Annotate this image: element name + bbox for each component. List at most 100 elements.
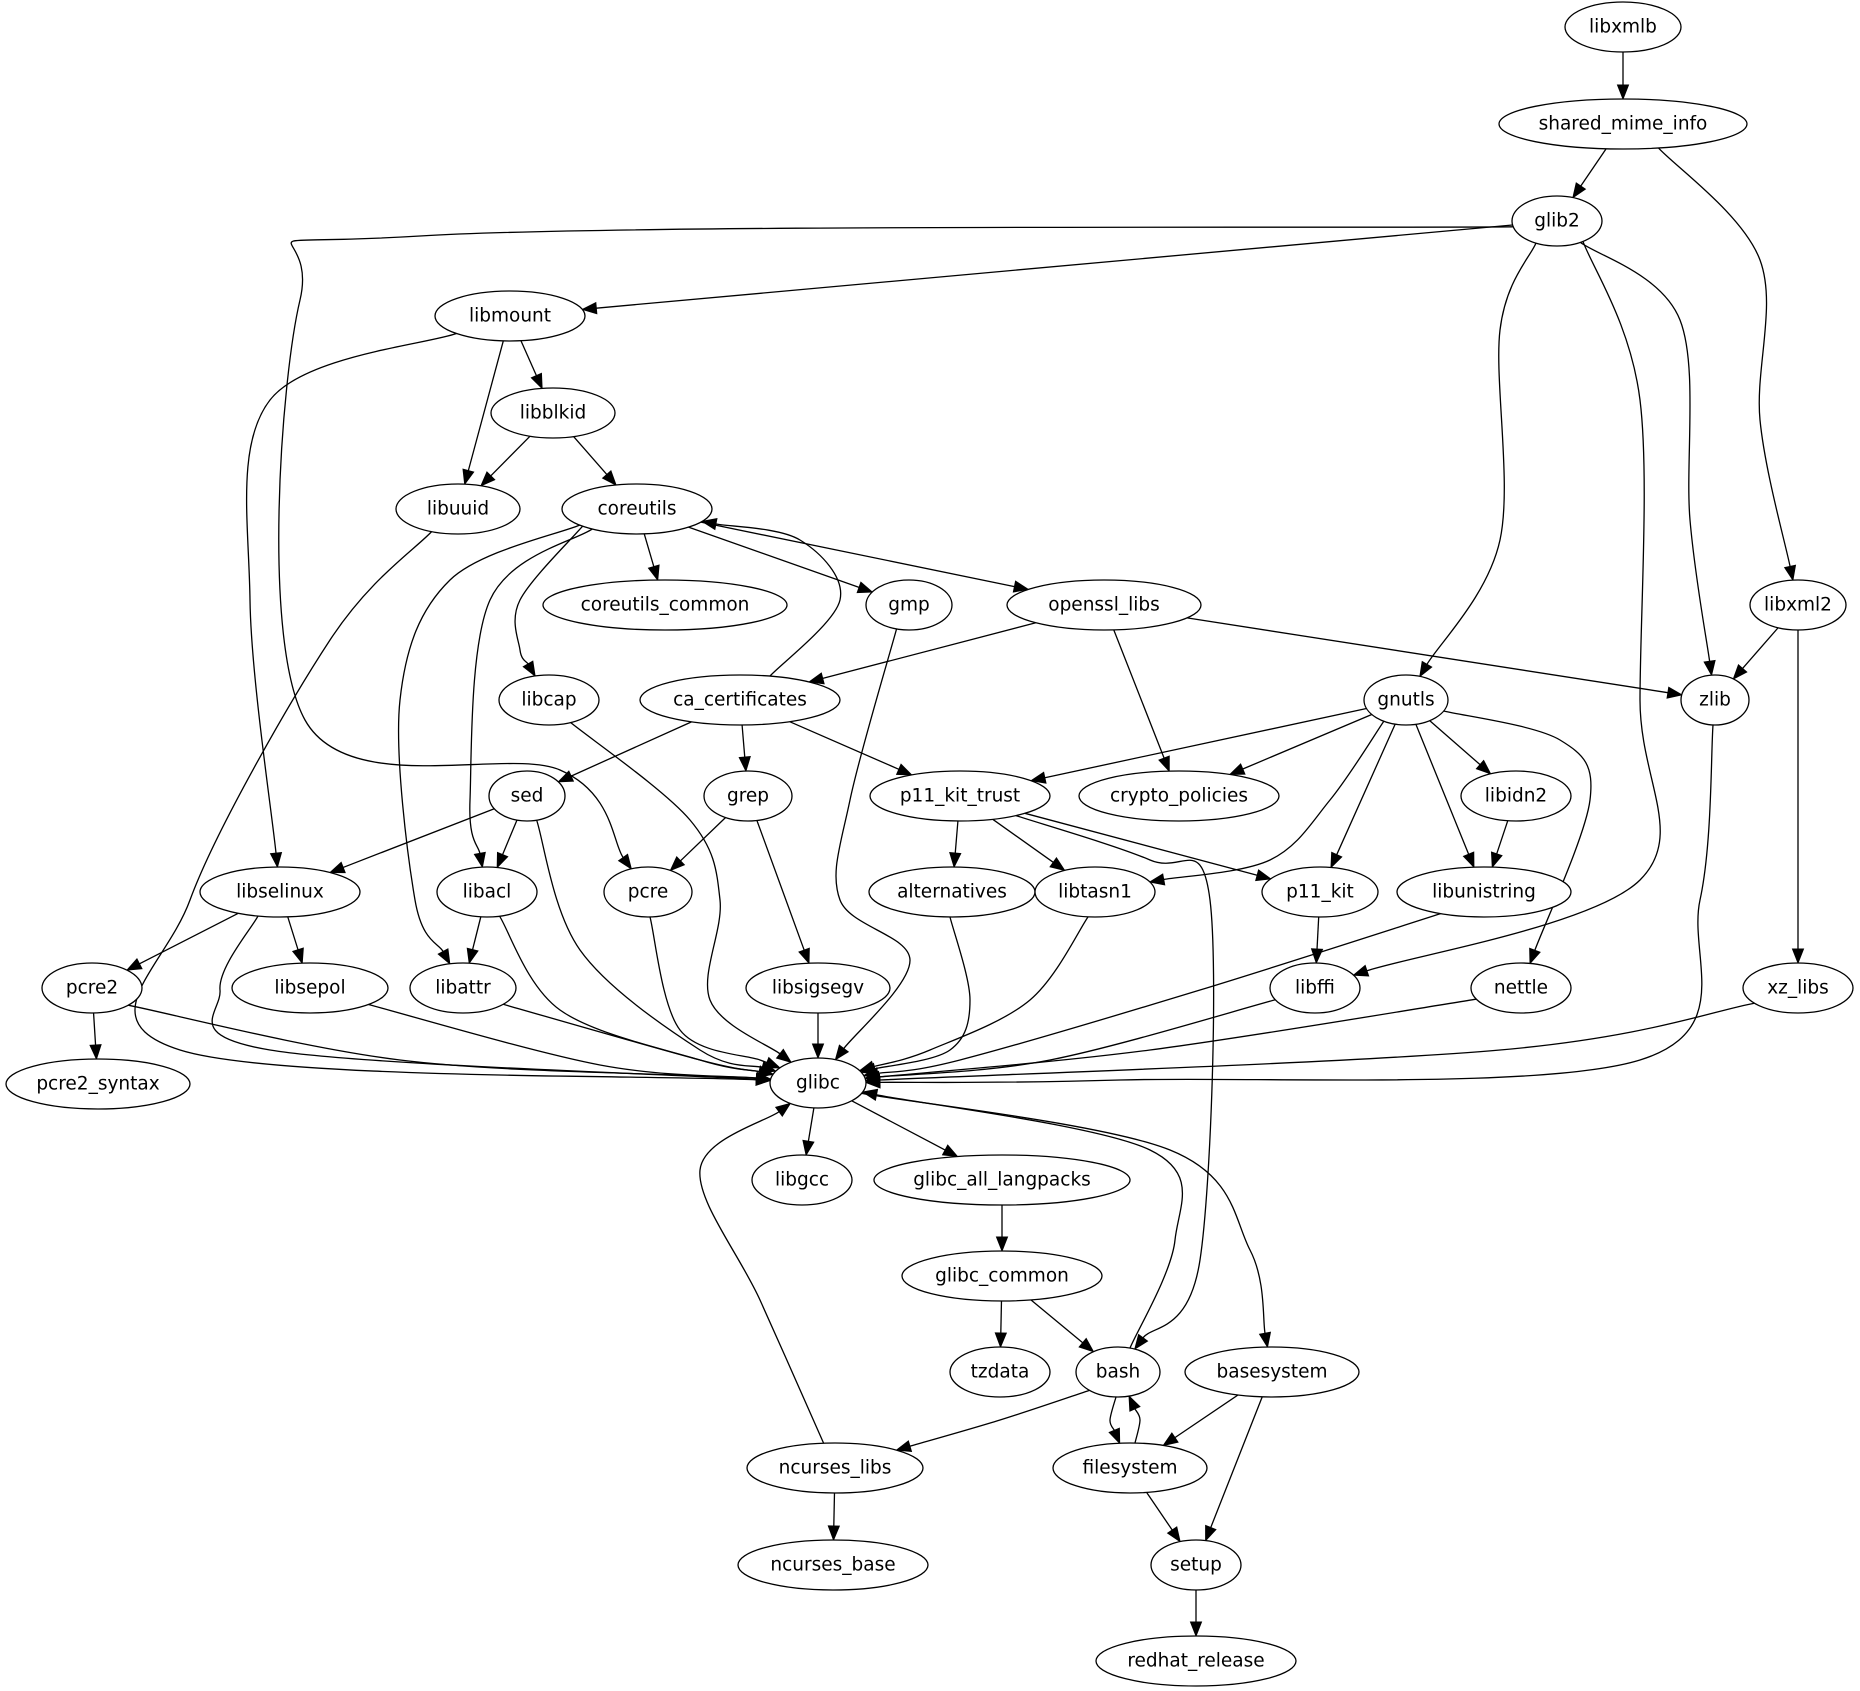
node-openssl_libs[interactable]: openssl_libs xyxy=(1006,579,1202,631)
edge-ncurses_libs-to-ncurses_base xyxy=(827,1492,841,1542)
node-p11_kit[interactable]: p11_kit xyxy=(1261,866,1379,918)
node-libsigsegv[interactable]: libsigsegv xyxy=(745,962,891,1014)
node-zlib[interactable]: zlib xyxy=(1680,674,1750,726)
node-ellipse xyxy=(1095,1635,1297,1687)
node-ellipse xyxy=(1184,1346,1360,1398)
node-libblkid[interactable]: libblkid xyxy=(490,387,616,439)
node-libselinux[interactable]: libselinux xyxy=(199,866,361,918)
node-libmount[interactable]: libmount xyxy=(434,290,586,342)
edge-line xyxy=(909,1389,1090,1447)
arrowhead-icon xyxy=(125,957,143,971)
node-label: libcap xyxy=(521,690,576,711)
edge-line xyxy=(643,533,655,567)
edge-libtasn1-to-glibc xyxy=(858,916,1089,1073)
node-glib2[interactable]: glib2 xyxy=(1511,195,1603,247)
edge-pcre2-to-pcre2_syntax xyxy=(89,1012,102,1061)
arrowhead-icon xyxy=(669,855,686,872)
node-p11_kit_trust[interactable]: p11_kit_trust xyxy=(869,770,1051,822)
arrowhead-icon xyxy=(807,672,825,685)
arrowhead-icon xyxy=(1572,182,1587,199)
node-ellipse xyxy=(561,483,713,535)
node-basesystem[interactable]: basesystem xyxy=(1184,1346,1360,1398)
arrowhead-icon xyxy=(994,1332,1008,1349)
node-glibc_all_langpacks[interactable]: glibc_all_langpacks xyxy=(873,1154,1131,1206)
node-bash[interactable]: bash xyxy=(1075,1346,1161,1398)
node-nettle[interactable]: nettle xyxy=(1470,962,1572,1014)
edge-line xyxy=(570,722,781,1055)
node-xz_libs[interactable]: xz_libs xyxy=(1742,962,1854,1014)
node-tzdata[interactable]: tzdata xyxy=(949,1346,1051,1398)
node-pcre[interactable]: pcre xyxy=(603,866,693,918)
node-libxmlb[interactable]: libxmlb xyxy=(1564,1,1682,53)
node-libidn2[interactable]: libidn2 xyxy=(1460,770,1572,822)
edge-glib2-to-gnutls xyxy=(1419,242,1537,678)
edge-line xyxy=(1426,242,1537,665)
node-glibc[interactable]: glibc xyxy=(769,1057,867,1109)
node-gmp[interactable]: gmp xyxy=(865,579,953,631)
node-libunistring[interactable]: libunistring xyxy=(1396,866,1572,918)
node-pcre2[interactable]: pcre2 xyxy=(41,962,143,1014)
node-crypto_policies[interactable]: crypto_policies xyxy=(1078,770,1280,822)
edge-libmount-to-libselinux xyxy=(245,332,457,869)
node-libxml2[interactable]: libxml2 xyxy=(1749,579,1847,631)
node-setup[interactable]: setup xyxy=(1150,1539,1242,1591)
node-pcre2_syntax[interactable]: pcre2_syntax xyxy=(5,1058,191,1110)
node-ncurses_base[interactable]: ncurses_base xyxy=(737,1539,929,1591)
edge-glibc-to-glibc_all_langpacks xyxy=(851,1100,959,1158)
edge-coreutils-to-openssl_libs xyxy=(700,521,1030,593)
node-libgcc[interactable]: libgcc xyxy=(751,1154,853,1206)
node-glibc_common[interactable]: glibc_common xyxy=(901,1250,1103,1302)
node-shared_mime_info[interactable]: shared_mime_info xyxy=(1498,98,1748,150)
node-label: libxml2 xyxy=(1764,595,1832,616)
edge-line xyxy=(1134,1408,1141,1444)
node-label: libattr xyxy=(435,978,491,999)
node-libsepol[interactable]: libsepol xyxy=(231,962,389,1014)
edge-line xyxy=(879,999,1276,1078)
edge-line xyxy=(1657,147,1791,567)
edge-line xyxy=(573,436,608,475)
edge-line xyxy=(520,340,538,376)
node-redhat_release[interactable]: redhat_release xyxy=(1095,1635,1297,1687)
edge-line xyxy=(570,721,692,777)
node-coreutils[interactable]: coreutils xyxy=(561,483,713,535)
node-ellipse xyxy=(436,866,538,918)
edge-line xyxy=(1415,724,1470,855)
node-alternatives[interactable]: alternatives xyxy=(868,866,1036,918)
node-sed[interactable]: sed xyxy=(488,770,566,822)
node-label: ncurses_libs xyxy=(779,1458,892,1479)
node-libtasn1[interactable]: libtasn1 xyxy=(1034,866,1156,918)
edge-line xyxy=(851,1100,946,1151)
edge-gmp-to-glibc xyxy=(834,628,911,1061)
node-filesystem[interactable]: filesystem xyxy=(1052,1442,1208,1494)
node-libacl[interactable]: libacl xyxy=(436,866,538,918)
edge-glib2-to-libffi xyxy=(1352,241,1661,977)
node-ncurses_libs[interactable]: ncurses_libs xyxy=(746,1442,924,1494)
edge-bash-to-filesystem xyxy=(1108,1396,1121,1445)
edge-line xyxy=(715,523,842,677)
node-label: libtasn1 xyxy=(1058,882,1132,903)
node-libattr[interactable]: libattr xyxy=(409,962,517,1014)
node-label: coreutils xyxy=(598,499,677,520)
node-ellipse xyxy=(869,770,1051,822)
edge-line xyxy=(1146,1492,1173,1531)
arrowhead-icon xyxy=(496,851,509,869)
edge-pcre2-to-glibc xyxy=(128,1004,772,1086)
node-libcap[interactable]: libcap xyxy=(498,674,600,726)
node-coreutils_common[interactable]: coreutils_common xyxy=(542,579,788,631)
arrowhead-icon xyxy=(480,471,496,487)
node-ca_certificates[interactable]: ca_certificates xyxy=(639,674,841,726)
node-grep[interactable]: grep xyxy=(703,770,793,822)
node-gnutls[interactable]: gnutls xyxy=(1363,674,1449,726)
edge-gnutls-to-libidn2 xyxy=(1429,720,1492,775)
node-libuuid[interactable]: libuuid xyxy=(395,483,521,535)
node-label: xz_libs xyxy=(1767,978,1829,999)
edge-line xyxy=(1366,241,1661,972)
edge-sed-to-libselinux xyxy=(328,808,495,874)
node-label: libgcc xyxy=(775,1170,829,1191)
edge-libxml2-to-xz_libs xyxy=(1791,630,1805,965)
node-libffi[interactable]: libffi xyxy=(1269,962,1361,1014)
arrowhead-icon xyxy=(269,851,283,869)
edge-line xyxy=(1163,720,1385,881)
edge-line xyxy=(368,1003,757,1079)
edge-line xyxy=(1113,629,1165,759)
